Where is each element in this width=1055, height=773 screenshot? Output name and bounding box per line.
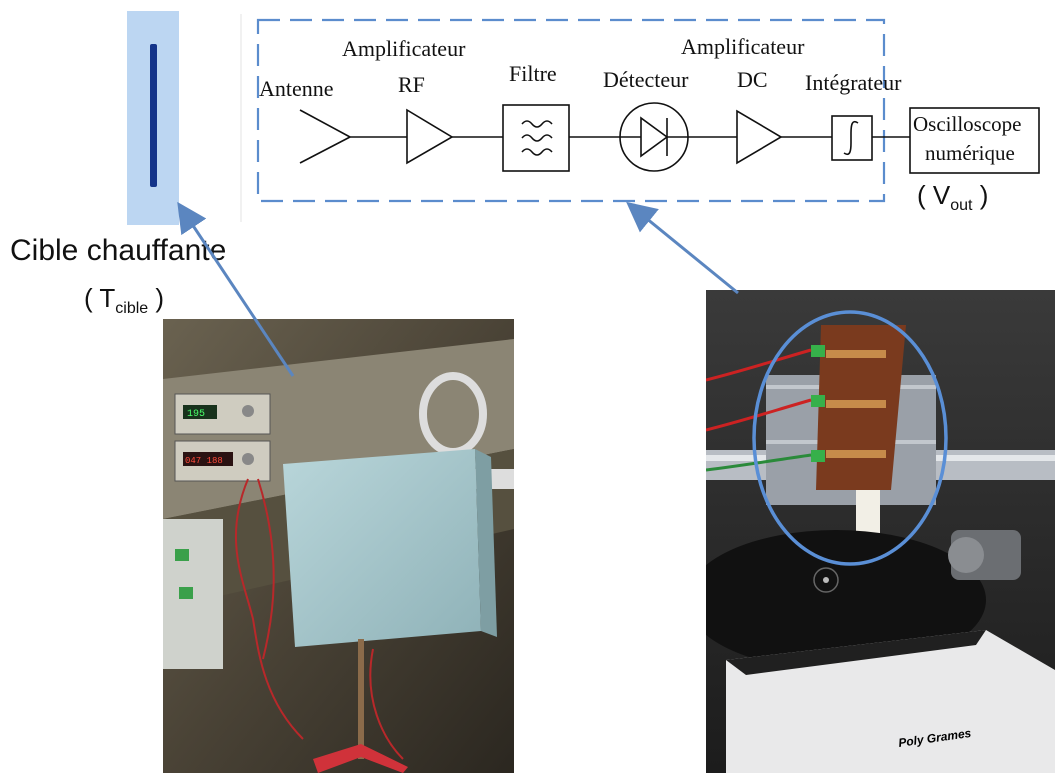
rf-amplifier-symbol: [406, 108, 454, 165]
display-2-readout: 047 188: [185, 456, 223, 466]
filter-label: Filtre: [509, 61, 557, 86]
detector-diode-symbol: [619, 102, 689, 172]
receiver-board-photo: Poly Grames: [706, 290, 1055, 773]
display-1-readout: 195: [187, 409, 205, 420]
integrator-symbol: [831, 115, 873, 161]
dc-amplifier-label-top: Amplificateur: [681, 34, 805, 59]
detector-label: Détecteur: [603, 67, 689, 92]
rf-amplifier-label-bottom: RF: [398, 72, 425, 97]
antenna-symbol: [299, 109, 407, 164]
target-bar: [150, 44, 157, 187]
dc-amplifier-label-bottom: DC: [737, 67, 768, 92]
target-setup-photo: 195 047 188: [163, 319, 514, 773]
antenna-label: Antenne: [259, 76, 334, 101]
target-label: Cible chauffante: [10, 234, 227, 267]
receiver-block-diagram: [240, 14, 1040, 222]
dashed-frame: [256, 18, 886, 203]
oscilloscope-label-top: Oscilloscope: [913, 112, 1022, 136]
rf-amplifier-label-top: Amplificateur: [342, 36, 466, 61]
integrator-label: Intégrateur: [805, 70, 902, 95]
target-temperature-label: ( Tcible ): [84, 283, 165, 318]
filter-symbol: [502, 104, 570, 172]
dc-amplifier-symbol: [736, 109, 783, 165]
oscilloscope-label-bottom: numérique: [925, 141, 1015, 165]
oscilloscope-box: [909, 107, 1040, 174]
vout-label: ( Vout ): [917, 180, 989, 215]
